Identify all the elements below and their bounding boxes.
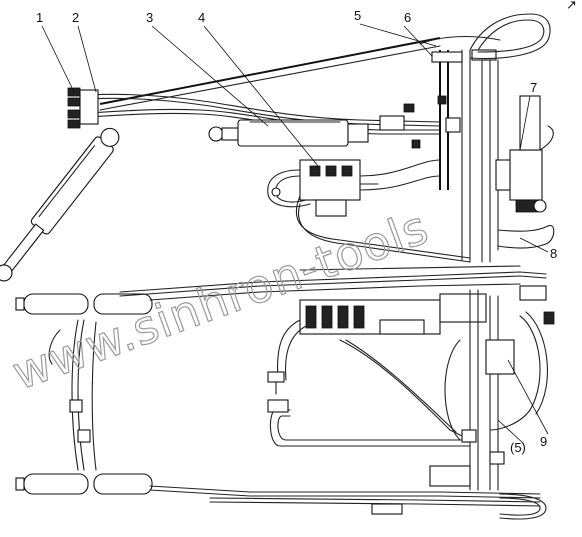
upper-assembly bbox=[0, 13, 555, 282]
lower-left-cylinder-bottom bbox=[15, 473, 153, 495]
leader-lines bbox=[41, 23, 549, 445]
tilt-cylinder bbox=[0, 127, 120, 282]
pump-unit bbox=[495, 95, 547, 213]
callout-6: 6 bbox=[404, 10, 411, 25]
callout-2: 2 bbox=[72, 10, 79, 25]
callout-5: 5 bbox=[354, 8, 361, 23]
boom-cylinder bbox=[208, 119, 369, 147]
long-rod bbox=[99, 37, 441, 105]
control-valve bbox=[299, 159, 379, 217]
vertical-frame bbox=[431, 49, 499, 263]
lower-left-cylinder-top bbox=[15, 293, 153, 315]
callout-3: 3 bbox=[146, 10, 153, 25]
callout-9: 9 bbox=[540, 434, 547, 449]
callout-1: 1 bbox=[36, 10, 43, 25]
left-fittings bbox=[67, 87, 99, 129]
valve-bank bbox=[299, 293, 487, 335]
corner-mark: ↗ bbox=[566, 0, 577, 12]
callout-8: 8 bbox=[550, 246, 557, 261]
callout-5-secondary: (5) bbox=[510, 440, 526, 455]
lower-assembly bbox=[15, 265, 555, 520]
callout-4: 4 bbox=[198, 10, 205, 25]
callouts: 1 2 3 4 5 6 7 8 9 (5) bbox=[36, 8, 557, 455]
callout-7: 7 bbox=[530, 80, 537, 95]
